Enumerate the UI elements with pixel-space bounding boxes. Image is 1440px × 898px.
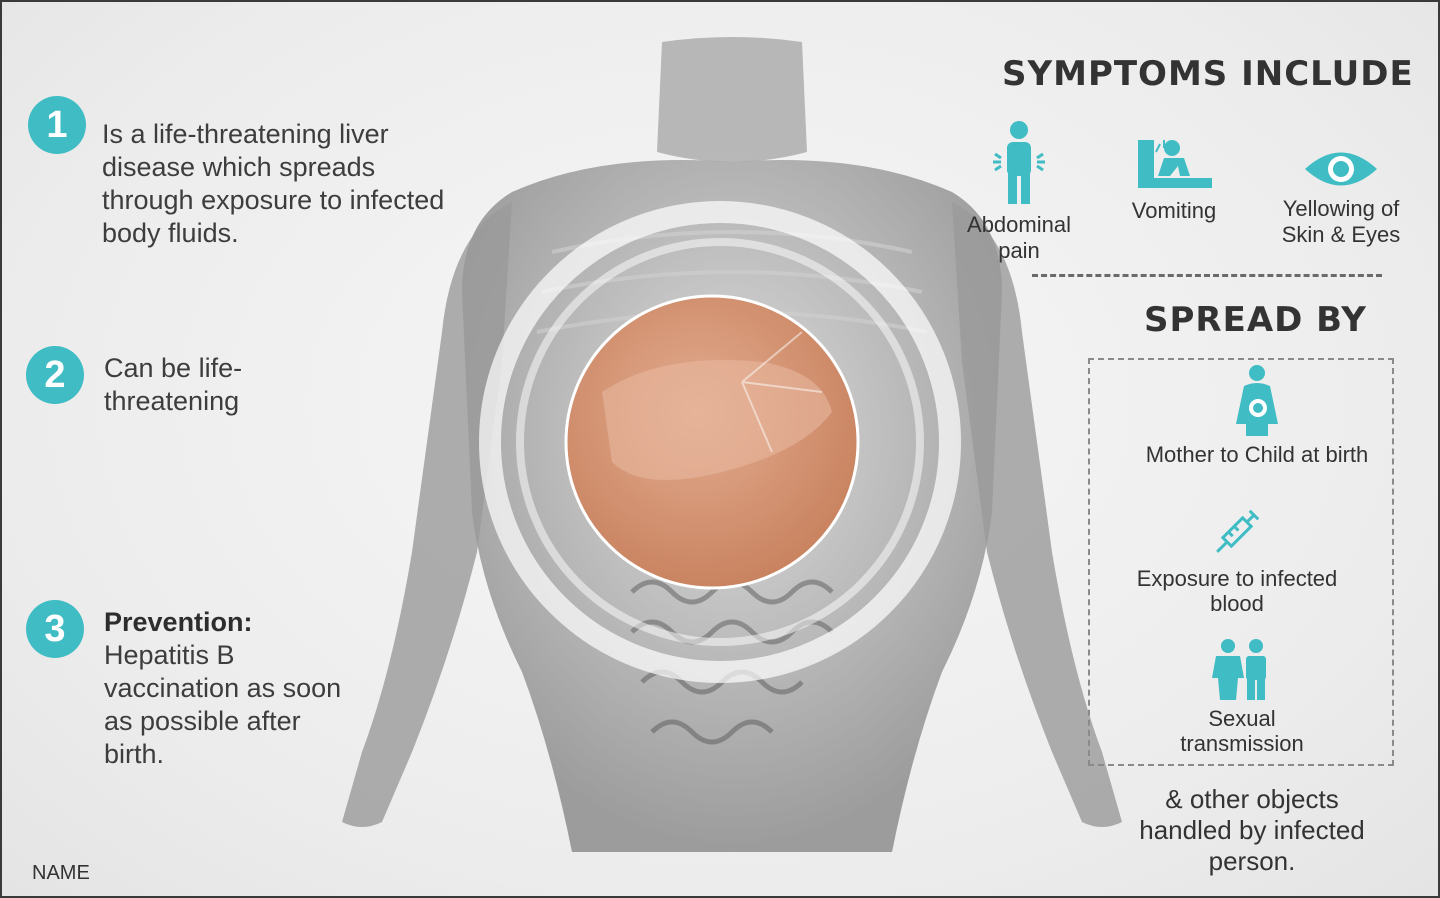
symptom-abdominal-label: Abdominal pain bbox=[967, 212, 1071, 263]
symptom-vomiting: Vomiting bbox=[1112, 136, 1236, 224]
spread-sexual-transmission: Sexual transmission bbox=[1152, 638, 1332, 756]
spread-blood-label: Exposure to infected blood bbox=[1136, 566, 1338, 616]
name-label: NAME bbox=[32, 862, 90, 884]
vomiting-icon bbox=[1138, 140, 1212, 188]
number-badge-3: 3 bbox=[26, 600, 84, 658]
spread-mother-label: Mother to Child at birth bbox=[1145, 442, 1369, 467]
symptoms-heading: SYMPTOMS INCLUDE bbox=[1002, 54, 1414, 94]
symptom-yellowing: Yellowing of Skin & Eyes bbox=[1264, 148, 1418, 248]
eye-icon bbox=[1305, 152, 1377, 186]
other-objects-note: & other objects handled by infected pers… bbox=[1139, 784, 1365, 876]
fact-1-text: Is a life-threatening liver disease whic… bbox=[102, 119, 445, 248]
spread-heading: SPREAD BY bbox=[1144, 300, 1367, 340]
syringe-icon bbox=[1216, 509, 1260, 553]
symptom-abdominal-pain: Abdominal pain bbox=[952, 120, 1086, 264]
symptom-vomiting-label: Vomiting bbox=[1131, 198, 1217, 223]
couple-icon bbox=[1212, 639, 1266, 700]
prevention-heading: Prevention: bbox=[104, 607, 253, 637]
spread-infected-blood: Exposure to infected blood bbox=[1132, 502, 1342, 616]
fact-1: 1 Is a life-threatening liver disease wh… bbox=[28, 96, 452, 250]
number-badge-2: 2 bbox=[26, 346, 84, 404]
fact-3: 3 Prevention: Hepatitis B vaccination as… bbox=[26, 600, 344, 771]
neck-shape bbox=[657, 37, 807, 162]
fact-2: 2 Can be life-threatening bbox=[26, 346, 344, 418]
liver-shape bbox=[602, 360, 832, 480]
left-arm-shape bbox=[342, 202, 512, 827]
abdominal-pain-icon bbox=[993, 121, 1045, 204]
spread-sexual-label: Sexual transmission bbox=[1180, 706, 1304, 756]
fact-2-text: Can be life-threatening bbox=[104, 353, 243, 416]
spread-mother-to-child: Mother to Child at birth bbox=[1142, 364, 1372, 467]
prevention-text: Hepatitis B vaccination as soon as possi… bbox=[104, 640, 342, 769]
symptom-yellowing-label: Yellowing of Skin & Eyes bbox=[1281, 196, 1401, 247]
spread-box bbox=[1088, 358, 1394, 766]
number-badge-1: 1 bbox=[28, 96, 86, 154]
pregnant-woman-icon bbox=[1236, 365, 1278, 436]
right-arm-shape bbox=[952, 202, 1122, 827]
xray-body-illustration bbox=[342, 37, 1122, 852]
fact-3-text: Prevention: Hepatitis B vaccination as s… bbox=[104, 606, 344, 771]
section-divider bbox=[1032, 274, 1382, 277]
